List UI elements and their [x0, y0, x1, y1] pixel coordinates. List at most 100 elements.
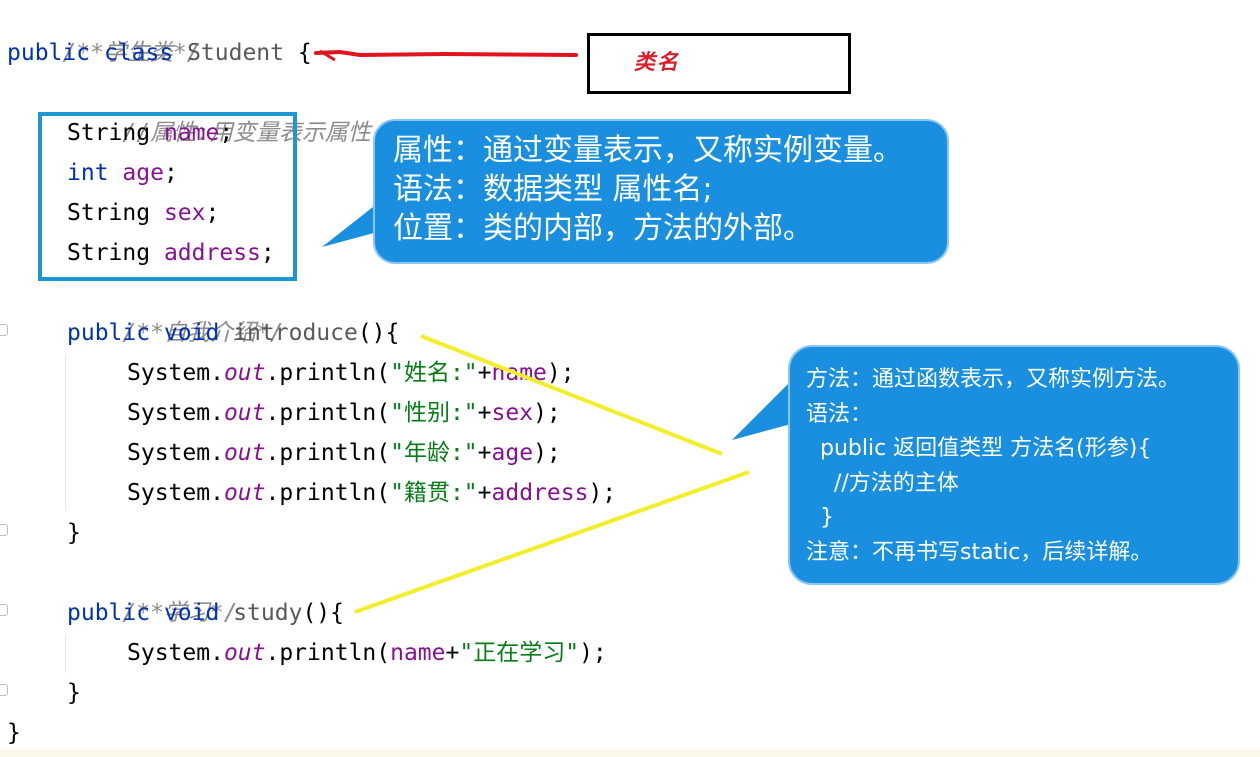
statement-line: System.out.println("籍贯:"+address);	[127, 473, 616, 513]
closing-brace: }	[67, 680, 81, 706]
field-ref: address	[491, 480, 589, 506]
field-line: String name;	[67, 113, 233, 153]
signature-end: (){	[302, 600, 344, 626]
field-type: String	[67, 200, 151, 226]
operator: +	[445, 640, 460, 666]
field-ref: name	[390, 640, 446, 666]
statement-end: );	[546, 360, 575, 386]
method-name: study	[233, 600, 303, 626]
class-name-label: 类名	[634, 49, 680, 74]
field-type: int	[67, 160, 109, 186]
field-line: int age;	[67, 153, 178, 193]
field-line: String sex;	[67, 193, 219, 233]
attribute-note-bubble: 属性：通过变量表示，又称实例变量。 语法：数据类型 属性名; 位置：类的内部，方…	[373, 119, 949, 264]
method-call: .println(	[265, 400, 391, 426]
statement-end: );	[533, 440, 561, 466]
field-name: address	[163, 240, 261, 266]
static-field: out	[223, 400, 266, 426]
field-ref: age	[491, 440, 534, 466]
string-literal: "籍贯:"	[390, 480, 478, 506]
method-note-line: public 返回值类型 方法名(形参){	[806, 436, 1152, 461]
code-line: /**学习*/	[67, 553, 237, 626]
operator: +	[477, 440, 492, 466]
static-field: out	[223, 440, 266, 466]
semicolon: ;	[219, 120, 234, 146]
attribute-note-line: 语法：数据类型 属性名;	[393, 172, 713, 207]
code-line: //属性:用变量表示属性,必须在类中方法外	[67, 73, 568, 146]
statement-end: );	[533, 400, 561, 426]
attribute-note-line: 属性：通过变量表示，又称实例变量。	[393, 133, 903, 168]
study-doc-comment: /**学习*/	[122, 600, 238, 626]
method-signature: public void study(){	[67, 593, 344, 633]
statement-line: System.out.println(name+"正在学习");	[127, 633, 607, 673]
field-line: String address;	[67, 233, 275, 273]
code-line: }	[67, 673, 81, 713]
static-field: out	[223, 480, 266, 506]
statement-line: System.out.println("姓名:"+name);	[127, 353, 575, 393]
indent-guide	[65, 355, 66, 510]
attribute-note-line: 位置：类的内部，方法的外部。	[393, 211, 813, 246]
receiver: System.	[127, 400, 224, 426]
field-ref: sex	[491, 400, 534, 426]
class-name: Student	[187, 40, 284, 66]
code-line: }	[67, 513, 81, 553]
method-note-line: //方法的主体	[806, 470, 959, 496]
field-ref: name	[491, 360, 547, 386]
statement-end: );	[579, 640, 607, 666]
static-field: out	[223, 640, 266, 666]
semicolon: ;	[205, 200, 220, 226]
method-call: .println(	[265, 640, 391, 666]
brace: {	[297, 40, 312, 66]
operator: +	[477, 360, 492, 386]
class-doc-comment: /**学生类*/	[62, 40, 201, 66]
field-type: String	[67, 240, 151, 266]
fold-marker-icon[interactable]	[0, 684, 8, 696]
indent-guide	[65, 635, 66, 673]
string-literal: "年龄:"	[390, 440, 478, 466]
receiver: System.	[127, 640, 224, 666]
closing-brace: }	[67, 520, 81, 546]
keyword: void	[163, 600, 220, 626]
operator: +	[477, 400, 492, 426]
receiver: System.	[127, 360, 224, 386]
closing-brace: }	[7, 720, 21, 746]
keyword: public	[67, 320, 151, 346]
method-name: introduce	[233, 320, 358, 346]
string-literal: "正在学习"	[459, 640, 580, 666]
operator: +	[477, 480, 492, 506]
field-name: age	[122, 160, 164, 186]
introduce-doc-comment: /**自我介绍*/	[122, 320, 284, 346]
keyword: class	[103, 40, 174, 66]
method-note-line: 语法：	[806, 401, 873, 427]
semicolon: ;	[163, 160, 178, 186]
keyword: public	[7, 40, 91, 66]
fold-marker-icon[interactable]	[0, 324, 8, 336]
signature-end: (){	[357, 320, 400, 346]
statement-line: System.out.println("性别:"+sex);	[127, 393, 561, 433]
method-note-bubble: 方法：通过函数表示，又称实例方法。 语法： public 返回值类型 方法名(形…	[788, 345, 1240, 585]
method-note-line: 注意：不再书写static，后续详解。	[806, 539, 1153, 565]
fields-highlight-frame	[38, 112, 297, 281]
method-call: .println(	[265, 360, 391, 386]
string-literal: "姓名:"	[390, 360, 478, 386]
method-call: .println(	[265, 480, 391, 506]
fold-marker-icon[interactable]	[0, 524, 8, 536]
receiver: System.	[127, 480, 224, 506]
receiver: System.	[127, 440, 224, 466]
code-line: /**自我介绍*/	[67, 273, 283, 346]
statement-end: );	[588, 480, 617, 506]
static-field: out	[223, 360, 266, 386]
keyword: public	[67, 600, 151, 626]
code-line: /**学生类*/	[7, 0, 200, 66]
field-name: sex	[163, 200, 206, 226]
keyword: void	[163, 320, 220, 346]
field-type: String	[67, 120, 151, 146]
string-literal: "性别:"	[390, 400, 478, 426]
code-line: public class Student {	[7, 33, 312, 73]
field-name: name	[163, 120, 220, 146]
code-line: }	[7, 713, 21, 753]
editor-bottom-strip	[0, 749, 1260, 757]
method-signature: public void introduce(){	[67, 313, 399, 353]
method-note-line: 方法：通过函数表示，又称实例方法。	[806, 367, 1181, 392]
fold-marker-icon[interactable]	[0, 604, 8, 616]
